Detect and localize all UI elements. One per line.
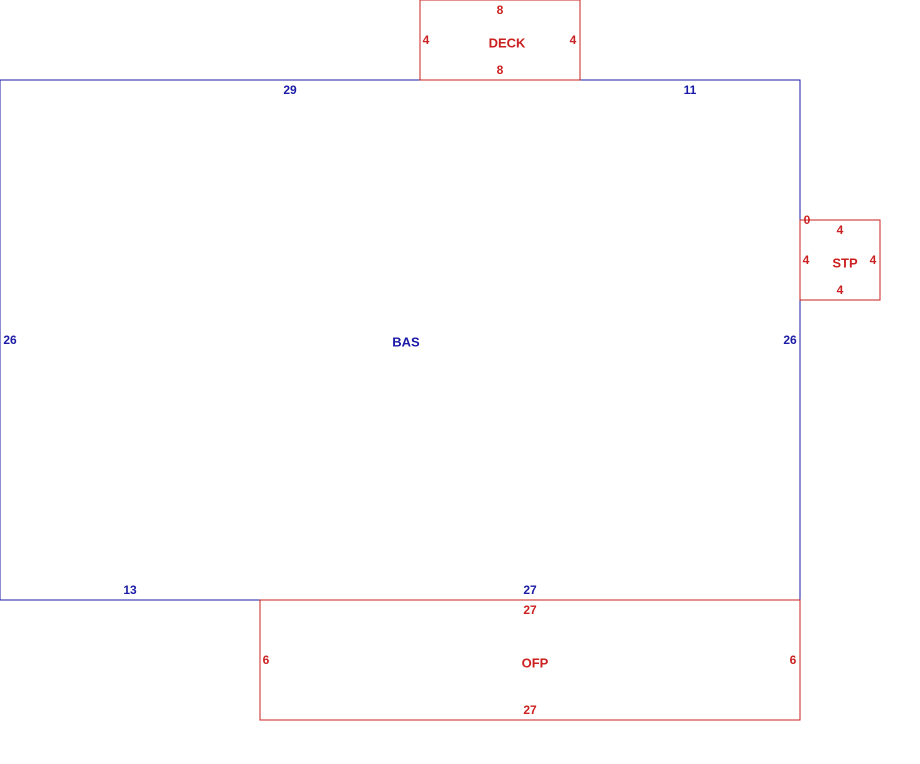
deck-dim-right: 4 [570,33,577,47]
stp-dim-right: 4 [870,253,877,267]
deck-outline [419,0,581,81]
ofp-label: OFP [522,655,549,670]
stp-label: STP [832,255,858,270]
ofp-outline [259,599,801,721]
deck-label: DECK [489,35,526,50]
ofp-dim-left: 6 [263,653,270,667]
stp-dim-top: 4 [837,223,844,237]
ofp-dim-top: 27 [523,603,537,617]
stp-dim-left: 4 [803,253,810,267]
deck-dim-top: 8 [497,3,504,17]
stp-outline [799,219,881,301]
bas-label: BAS [392,334,420,349]
ofp-area: OFP 27 27 6 6 [259,599,801,721]
bas-dim-bottom-left: 13 [123,583,137,597]
deck-area: DECK 8 8 4 4 [419,0,581,81]
ofp-dim-right: 6 [790,653,797,667]
stp-dim-bottom: 4 [837,283,844,297]
ofp-dim-bottom: 27 [523,703,537,717]
bas-dim-bottom-right: 27 [523,583,537,597]
bas-area: BAS 29 11 26 26 13 27 [0,79,801,601]
deck-dim-left: 4 [423,33,430,47]
bas-dim-left: 26 [3,333,17,347]
stp-dim-corner: 0 [804,213,811,227]
stp-area: STP 0 4 4 4 4 [799,213,881,301]
bas-dim-top-right: 11 [684,83,697,97]
bas-dim-right: 26 [783,333,797,347]
deck-dim-bottom: 8 [497,63,504,77]
bas-dim-top-left: 29 [283,83,297,97]
